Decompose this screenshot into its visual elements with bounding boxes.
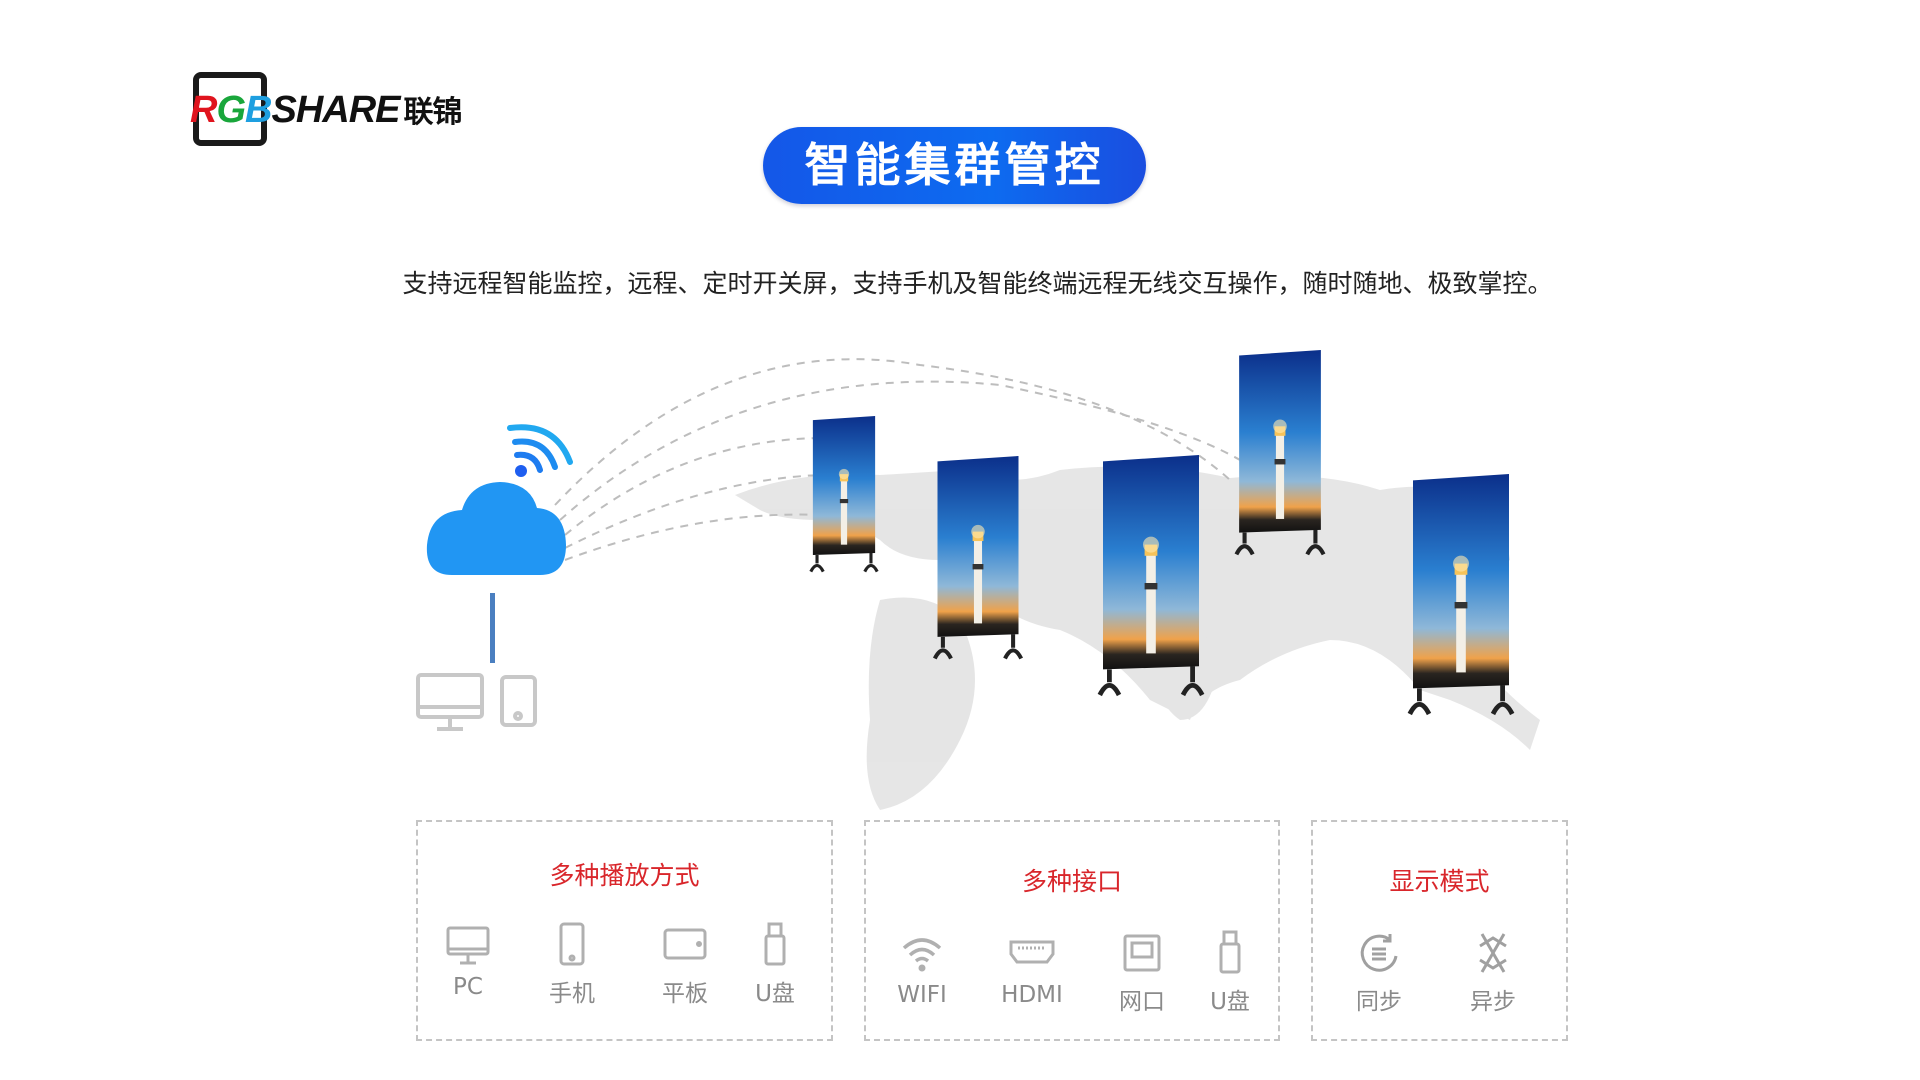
feature-tablet: 平板 xyxy=(640,922,730,1008)
feature-label: 网口 xyxy=(1119,989,1165,1015)
playback-methods-box: 多种播放方式 PC 手机 平板 U盘 xyxy=(416,820,833,1041)
interfaces-box: 多种接口 WIFI HDMI 网口 U盘 xyxy=(864,820,1280,1041)
monitor-icon xyxy=(446,926,490,965)
feature-label: HDMI xyxy=(1001,982,1063,1008)
logo-cn: 联锦 xyxy=(403,96,463,129)
sync-icon xyxy=(1360,934,1398,972)
hdmi-icon xyxy=(1009,940,1055,964)
feature-ethernet: 网口 xyxy=(1097,930,1187,1016)
wifi-signal-icon xyxy=(507,424,573,477)
box-title: 多种播放方式 xyxy=(549,861,700,890)
feature-usb: U盘 xyxy=(730,922,820,1008)
feature-hdmi: HDMI xyxy=(987,930,1077,1008)
feature-sync: 同步 xyxy=(1334,930,1424,1016)
feature-wifi: WIFI xyxy=(877,930,967,1008)
page-subtitle: 支持远程智能监控，远程、定时开关屏，支持手机及智能终端远程无线交互操作，随时随地… xyxy=(402,269,1553,298)
display-modes-box: 显示模式 同步 异步 xyxy=(1311,820,1568,1041)
tablet-icon xyxy=(663,928,707,960)
led-poster-display xyxy=(1100,455,1202,695)
connection-lines xyxy=(554,358,1241,561)
box-title: 显示模式 xyxy=(1389,867,1490,896)
feature-label: 平板 xyxy=(662,981,708,1007)
ethernet-icon xyxy=(1123,934,1161,972)
feature-label: 同步 xyxy=(1356,989,1402,1015)
usb-icon xyxy=(764,922,786,966)
connection-line xyxy=(490,593,495,663)
led-poster-display xyxy=(1236,350,1323,554)
cloud-icon xyxy=(426,482,566,575)
box-title: 多种接口 xyxy=(1021,867,1122,896)
wifi-icon xyxy=(902,938,942,972)
feature-label: 异步 xyxy=(1470,989,1516,1015)
feature-phone: 手机 xyxy=(527,922,617,1008)
led-poster-display xyxy=(808,416,880,574)
usb-icon xyxy=(1219,930,1241,974)
feature-pc: PC xyxy=(423,922,513,1000)
led-poster-display xyxy=(1410,474,1512,714)
logo-r: R xyxy=(190,89,217,131)
logo-g: G xyxy=(216,89,246,131)
monitor-device-icon xyxy=(416,673,484,731)
feature-label: 手机 xyxy=(549,981,595,1007)
logo-frame xyxy=(193,72,267,146)
phone-device-icon xyxy=(500,675,537,727)
logo-b: B xyxy=(245,89,272,131)
logo-share: SHARE xyxy=(271,89,400,131)
feature-label: U盘 xyxy=(755,981,795,1007)
feature-usb: U盘 xyxy=(1185,930,1275,1016)
feature-async: 异步 xyxy=(1448,930,1538,1016)
phone-icon xyxy=(559,922,585,966)
page-title: 智能集群管控 xyxy=(763,127,1146,204)
feature-label: WIFI xyxy=(897,982,947,1008)
feature-label: PC xyxy=(453,974,483,1000)
led-poster-display xyxy=(935,456,1021,659)
feature-label: U盘 xyxy=(1210,989,1250,1015)
async-icon xyxy=(1479,933,1507,973)
